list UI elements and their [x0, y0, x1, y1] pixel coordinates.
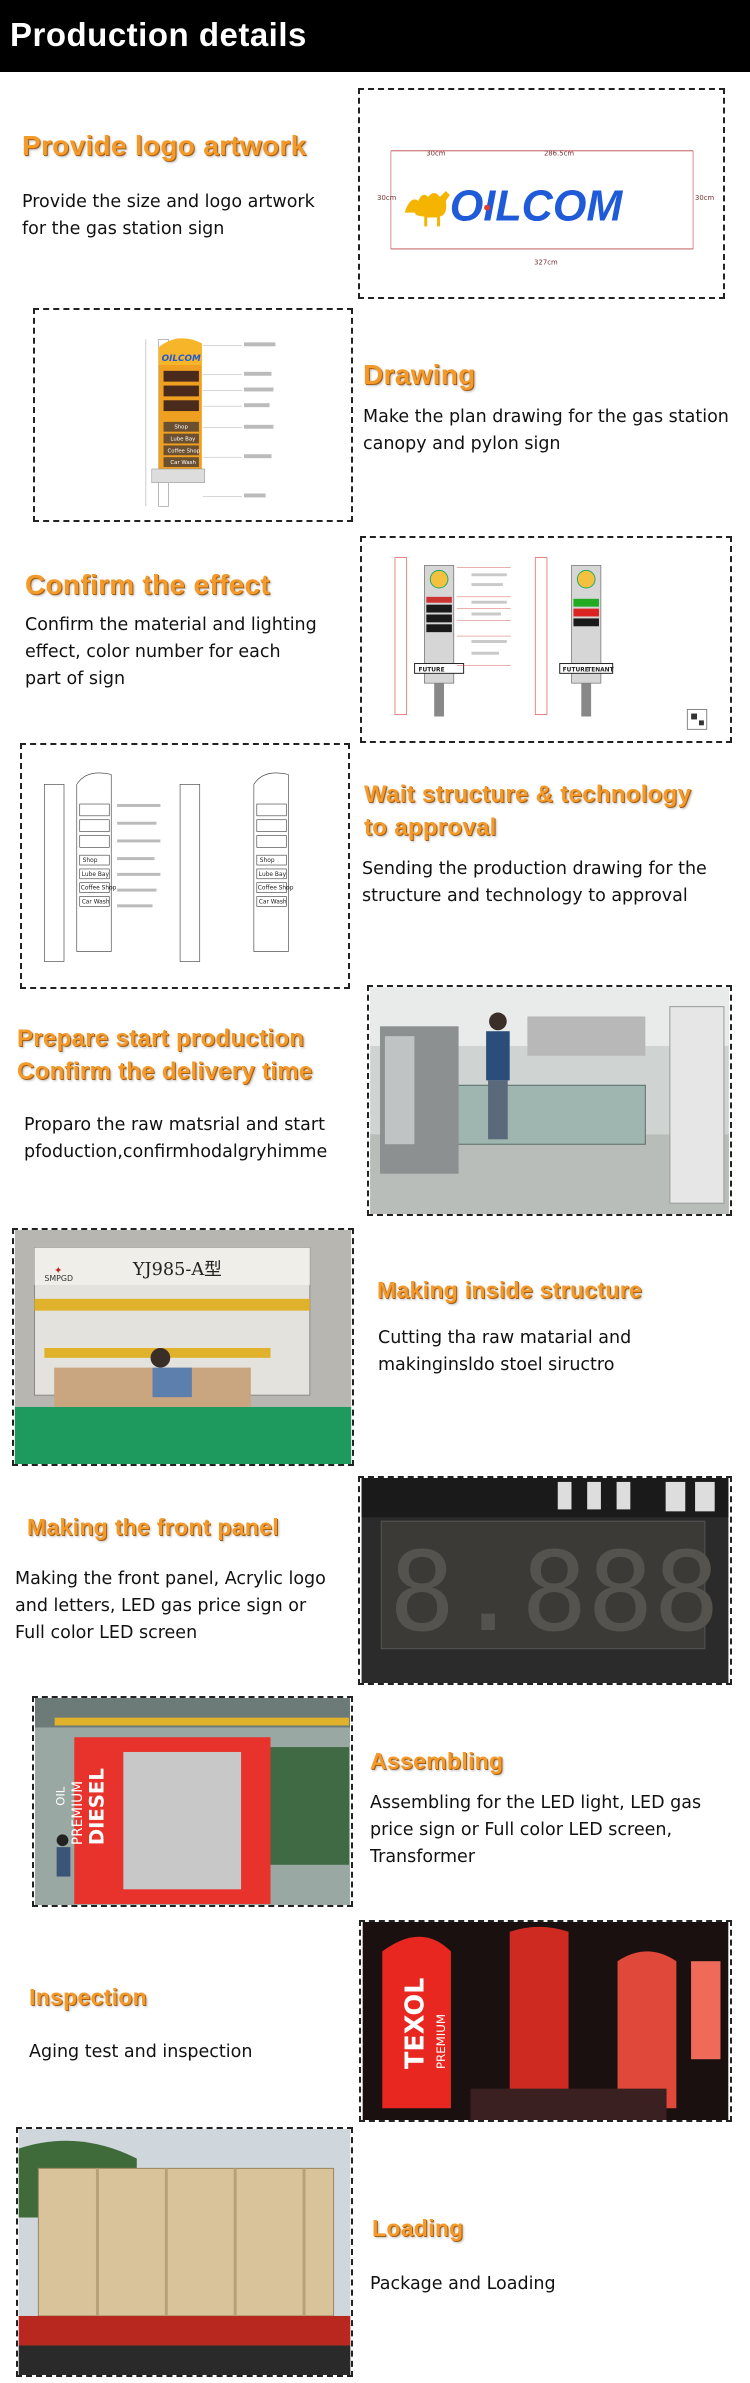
- front-panel-photo: 8.888: [358, 1476, 732, 1685]
- logo-dim-top: 286.5cm: [544, 150, 574, 158]
- oilcom-logo: OILCOM: [450, 182, 624, 230]
- confirm-effect-image: FUTURE FUTURE TENANT: [360, 536, 732, 743]
- pylon-label-shop: Shop: [174, 425, 188, 431]
- inspection-word-premium: PREMIUM: [434, 2014, 448, 2069]
- inspection-word-texol: TEXOL: [400, 1978, 430, 2069]
- drawing-image: OILCOM Shop Lube Bay Coffee Shop Car Was…: [33, 308, 353, 522]
- logo-dim-top-left: 30cm: [426, 150, 445, 158]
- camel-icon: [404, 191, 450, 227]
- page-title: Production details: [10, 16, 307, 53]
- effect-panel-future-left: FUTURE: [419, 667, 445, 673]
- step-title-inside-structure: Making inside structure: [377, 1277, 643, 1303]
- wait-label-coffee-2: Coffee Shop: [258, 886, 294, 892]
- step-title-drawing: Drawing: [363, 359, 476, 390]
- assembling-photo: DIESEL PREMIUM OIL: [32, 1696, 353, 1907]
- effect-panel-future-right: FUTURE: [563, 667, 589, 673]
- step-title-logo-artwork: Provide logo artwork: [22, 130, 307, 161]
- logo-dim-right: 30cm: [695, 194, 714, 202]
- logo-dim-left: 30cm: [377, 194, 396, 202]
- wait-label-lube: Lube Bay: [82, 872, 110, 878]
- step-title-inspection: Inspection: [29, 1984, 148, 2010]
- wait-label-lube-2: Lube Bay: [259, 872, 287, 878]
- machine-brand: SMPGD: [44, 1274, 73, 1283]
- wait-label-shop: Shop: [83, 858, 98, 864]
- drawing-logo-text: OILCOM: [162, 354, 201, 364]
- step-title-confirm-effect: Confirm the effect: [25, 569, 270, 600]
- prepare-production-photo: [367, 985, 732, 1216]
- loading-photo: [16, 2127, 353, 2377]
- pylon-label-carwash: Car Wash: [170, 460, 195, 466]
- wait-approval-image: Shop Lube Bay Coffee Shop Car Wash Shop …: [20, 743, 350, 989]
- step-desc-inspection: Aging test and inspection: [29, 2042, 253, 2062]
- step-desc-drawing: Make the plan drawing for the gas statio…: [363, 407, 729, 454]
- canopy-word-diesel: DIESEL: [86, 1768, 109, 1845]
- effect-panel-tenant: TENANT: [587, 667, 613, 673]
- step-title-assembling: Assembling: [370, 1748, 504, 1774]
- wait-label-coffee: Coffee Shop: [81, 886, 117, 892]
- inside-structure-photo: ✦ SMPGD YJ985-A型: [12, 1228, 354, 1466]
- machine-model: YJ985-A型: [132, 1259, 222, 1280]
- wait-label-carwash: Car Wash: [82, 899, 110, 905]
- pylon-label-coffee: Coffee Shop: [167, 448, 200, 454]
- wait-label-shop-2: Shop: [260, 858, 275, 864]
- wait-label-carwash-2: Car Wash: [259, 899, 287, 905]
- led-digits: 8.888: [389, 1528, 720, 1656]
- canopy-word-oil: OIL: [53, 1786, 67, 1806]
- pylon-label-lube: Lube Bay: [170, 437, 196, 443]
- canopy-word-premium: PREMIUM: [70, 1781, 86, 1845]
- step-title-loading: Loading: [372, 2215, 464, 2241]
- logo-artwork-image: 30cm 286.5cm 30cm 327cm 30cm OILCOM: [358, 88, 725, 299]
- step-desc-loading: Package and Loading: [370, 2274, 556, 2294]
- logo-dim-bottom: 327cm: [534, 259, 558, 267]
- svg-text:✦: ✦: [54, 1265, 62, 1276]
- page-header: Production details: [0, 0, 750, 72]
- step-title-front-panel: Making the front panel: [27, 1514, 279, 1540]
- inspection-photo: TEXOL PREMIUM: [359, 1920, 732, 2122]
